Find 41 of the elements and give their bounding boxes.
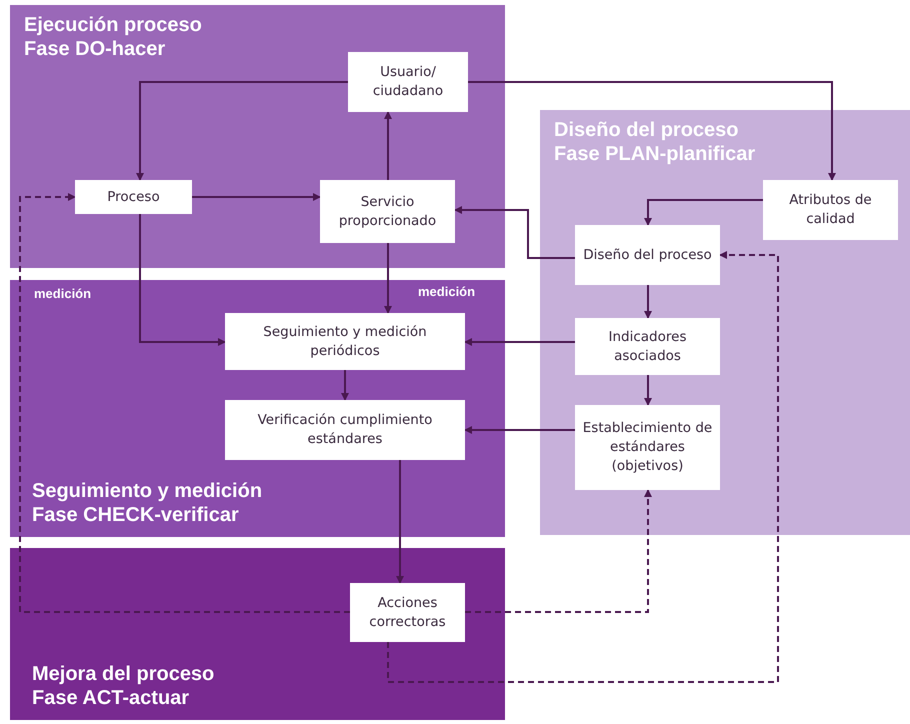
arrow — [465, 489, 652, 613]
process-box: Diseño del proceso — [575, 225, 720, 285]
arrow — [644, 375, 652, 406]
phase-panel — [540, 110, 910, 535]
process-box: Verificación cumplimiento estándares — [225, 400, 465, 460]
measurement-label: medición — [34, 286, 92, 301]
process-box: Indicadores asociados — [575, 318, 720, 375]
process-box: Servicio proporcionado — [320, 180, 455, 243]
phase-heading: Fase ACT-actuar — [32, 686, 190, 710]
phase-heading: Ejecución proceso — [24, 13, 202, 37]
process-box: Acciones correctoras — [350, 583, 465, 642]
arrow — [341, 370, 349, 401]
phase-panel — [10, 5, 505, 268]
process-box: Establecimiento de estándares (objetivos) — [575, 405, 720, 490]
arrow — [192, 193, 321, 201]
arrow — [644, 285, 652, 319]
arrow — [19, 193, 350, 613]
arrow — [387, 251, 779, 683]
arrow — [384, 111, 392, 180]
arrow — [454, 206, 575, 259]
arrow — [136, 81, 348, 181]
arrow — [139, 214, 226, 346]
measurement-label: medición — [418, 284, 476, 299]
process-box: Proceso — [75, 180, 192, 214]
phase-heading: Fase CHECK-verificar — [32, 503, 239, 527]
process-box: Seguimiento y medición periódicos — [225, 313, 465, 370]
phase-heading: Fase DO-hacer — [24, 37, 166, 61]
phase-heading: Fase PLAN-planificar — [554, 142, 756, 166]
phase-panel — [10, 548, 505, 720]
arrow — [464, 338, 575, 346]
phase-heading: Diseño del proceso — [554, 118, 738, 142]
arrow — [396, 460, 404, 584]
arrow — [468, 81, 836, 181]
phase-heading: Seguimiento y medición — [32, 479, 262, 503]
arrow — [464, 426, 575, 434]
arrow — [384, 243, 392, 314]
phase-panel — [10, 280, 505, 537]
arrow — [644, 199, 763, 226]
process-box: Atributos de calidad — [763, 180, 898, 240]
process-box: Usuario/ ciudadano — [348, 52, 468, 112]
phase-heading: Mejora del proceso — [32, 662, 214, 686]
